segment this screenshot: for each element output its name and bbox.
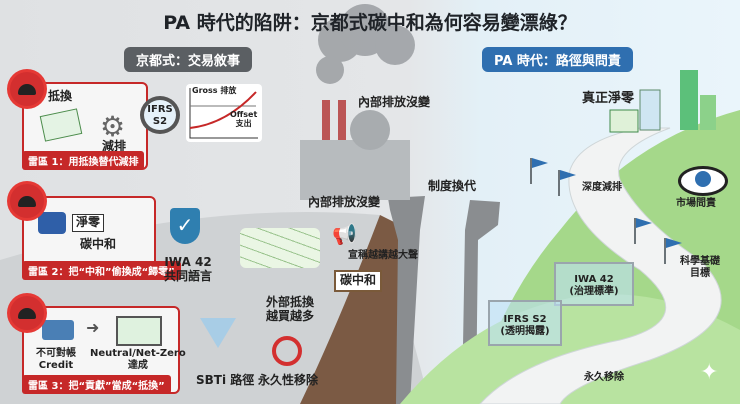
carbon-neutral-label: 碳中和	[80, 237, 117, 251]
flag-icon	[558, 170, 576, 196]
bomb-icon	[10, 72, 44, 106]
bridge-left	[388, 196, 425, 404]
funnel-icon	[200, 318, 236, 348]
reduction-label: 減排	[102, 139, 127, 153]
sbt-label: 科學基礎 目標	[680, 256, 720, 279]
bomb-icon	[10, 296, 44, 330]
trap-1-label: 雷區 1：用抵換替代減排	[22, 151, 145, 170]
iwa42-barrier: IWA 42 (治理標準)	[554, 262, 634, 306]
pa-heading: PA 時代：路徑與問責	[482, 47, 633, 72]
flag-icon	[634, 218, 652, 244]
offset-label: 抵換	[48, 89, 73, 103]
flag-icon	[664, 238, 682, 264]
credit-label: 不可對帳 Credit	[36, 348, 76, 371]
page-title: PA 時代的陷阱：京都式碳中和為何容易變漂綠？	[163, 12, 577, 34]
credit-card-icon	[42, 320, 74, 340]
deep-reduction-label: 深度減排	[582, 182, 622, 193]
ifrs-s2-barrier: IFRS S2 (透明揭露)	[488, 300, 562, 346]
trap-3-panel: ➜ 不可對帳 Credit Neutral/Net-Zero 達成 雷區 3：把…	[22, 306, 186, 394]
permanent-removal-label: 永久性移除	[258, 373, 319, 387]
sbti-path-label: SBTi 路徑	[196, 373, 255, 387]
megaphone-label: 宣稱越講越大聲	[348, 250, 418, 261]
factory	[300, 100, 410, 200]
certificate-icon	[39, 108, 83, 142]
true-net-zero-label: 真正淨零	[582, 91, 635, 106]
hill-green-front	[400, 294, 740, 404]
arrow-icon: ➜	[86, 318, 100, 337]
offset-pile-label: 外部抵換 越買越多	[266, 295, 315, 323]
prohibited-icon	[272, 336, 302, 366]
mini-chart-lines	[189, 88, 258, 139]
kyoto-heading: 京都式：交易敘事	[124, 47, 253, 72]
market-accountability-label: 市場問責	[676, 198, 716, 209]
gross-label: Gross 排放	[192, 86, 237, 95]
offset-spend-label: Offset 支出	[230, 110, 258, 129]
iwa42-common-language: IWA 42 共同語言	[164, 255, 213, 283]
trap-1-panel: 抵換 ⚙ 減排 雷區 1：用抵換替代減排	[22, 82, 148, 170]
offset-certificate-pile	[240, 228, 320, 268]
trap-2-panel: 淨零 碳中和 雷區 2：把“中和”偷換成“歸零”	[22, 196, 181, 280]
flag-icon	[530, 158, 548, 184]
trap-2-label: 雷區 2：把“中和”偷換成“歸零”	[22, 261, 181, 280]
sparkle-icon: ✦	[700, 360, 719, 385]
bridge-label: 制度換代	[428, 179, 477, 193]
megaphone-icon: 📢	[332, 222, 357, 246]
shield-icon: ✓	[170, 208, 200, 244]
bomb-icon	[10, 184, 44, 218]
factory-label-bottom: 內部排放沒變	[308, 195, 381, 209]
permanent-removal-right-label: 永久移除	[584, 372, 624, 383]
city-skyline	[609, 70, 716, 133]
net-zero-tag: 淨零	[72, 214, 105, 232]
factory-label-top: 內部排放沒變	[358, 95, 431, 109]
carbon-neutral-sign: 碳中和	[334, 270, 383, 292]
label-gun-icon	[38, 212, 66, 234]
eye-icon	[678, 166, 728, 196]
certificate-screen-icon	[116, 316, 162, 346]
gear-icon: ⚙	[100, 110, 126, 143]
magnifier-icon: IFRS S2	[140, 96, 180, 134]
neutral-label: Neutral/Net-Zero 達成	[90, 348, 186, 371]
trap-3-label: 雷區 3：把“貢獻”當成“抵換”	[22, 375, 171, 394]
smoke-clouds	[316, 4, 415, 84]
mini-chart: Gross 排放 Offset 支出	[186, 84, 262, 142]
cliff	[300, 215, 410, 404]
